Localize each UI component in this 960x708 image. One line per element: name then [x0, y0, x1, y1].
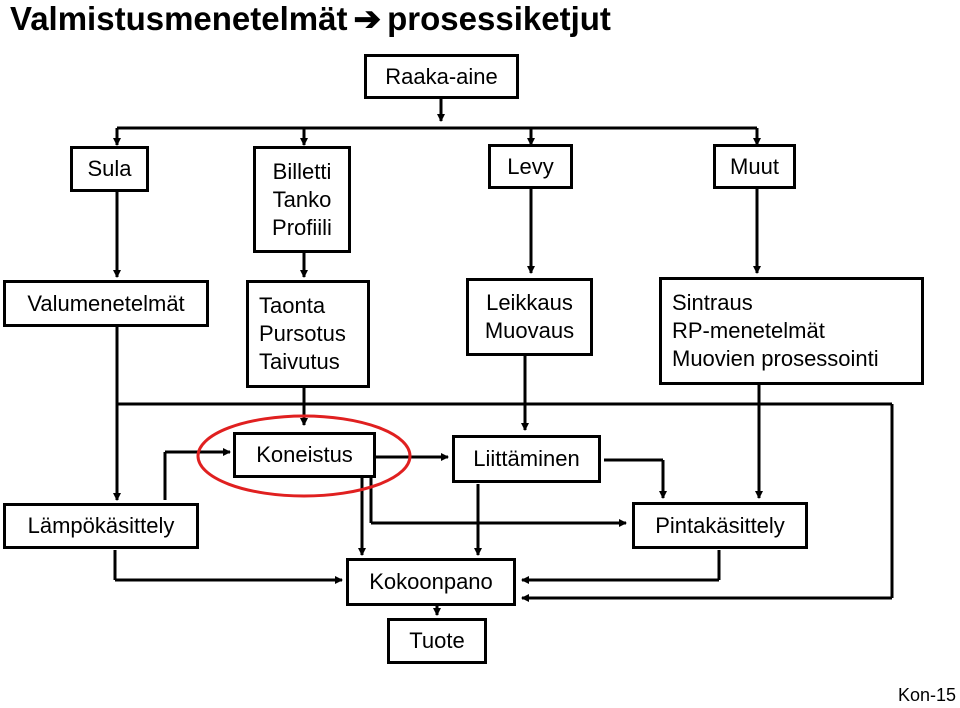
node-raaka-aine-label: Raaka-aine: [385, 63, 498, 89]
node-koneistus-label: Koneistus: [256, 442, 353, 467]
node-tuote: Tuote: [387, 618, 487, 664]
node-sula-label: Sula: [87, 156, 132, 181]
node-levy: Levy: [488, 144, 573, 189]
node-tuote-label: Tuote: [409, 628, 465, 653]
node-billetti: Billetti Tanko Profiili: [253, 146, 351, 253]
page-title: Valmistusmenetelmät➔prosessiketjut: [10, 0, 611, 38]
node-valumenetelmat: Valumenetelmät: [3, 280, 209, 327]
node-koneistus: Koneistus: [233, 432, 376, 478]
node-sintraus: Sintraus RP-menetelmät Muovien prosessoi…: [659, 277, 924, 385]
node-sintraus-lines: Sintraus RP-menetelmät Muovien prosessoi…: [672, 289, 879, 373]
node-liittaminen-label: Liittäminen: [473, 446, 580, 471]
node-muut: Muut: [713, 144, 796, 189]
node-sintraus-line-1: Sintraus: [672, 290, 753, 315]
node-levy-label: Levy: [507, 153, 554, 179]
node-lampokasittely-label: Lämpökäsittely: [27, 513, 175, 538]
title-left: Valmistusmenetelmät: [10, 0, 348, 37]
node-liittaminen: Liittäminen: [452, 435, 601, 483]
node-billetti-lines: Billetti Tanko Profiili: [272, 158, 332, 242]
koneistus-highlight: [196, 414, 412, 498]
node-billetti-line-2: Tanko: [272, 186, 332, 212]
title-right: prosessiketjut: [387, 0, 611, 37]
slide-number: Kon-15: [897, 685, 956, 705]
node-leikkaus-line-1: Leikkaus: [486, 290, 573, 315]
node-pintakasittely: Pintakäsittely: [632, 502, 808, 549]
node-pintakasittely-label: Pintakäsittely: [655, 512, 785, 538]
title-arrow-icon: ➔: [353, 0, 382, 37]
node-valumenetelmat-label: Valumenetelmät: [27, 290, 185, 316]
node-taonta-line-2: Pursotus: [259, 321, 346, 346]
node-sula: Sula: [70, 146, 149, 192]
node-lampokasittely: Lämpökäsittely: [3, 503, 199, 549]
node-billetti-line-1: Billetti: [272, 158, 332, 184]
node-taonta-line-3: Taivutus: [259, 349, 340, 374]
node-taonta-lines: Taonta Pursotus Taivutus: [259, 292, 346, 376]
node-billetti-line-3: Profiili: [272, 214, 332, 240]
node-sintraus-line-2: RP-menetelmät: [672, 318, 825, 343]
node-taonta-line-1: Taonta: [259, 293, 326, 318]
node-leikkaus-lines: Leikkaus Muovaus: [485, 289, 574, 345]
node-raaka-aine: Raaka-aine: [364, 54, 519, 99]
node-kokoonpano: Kokoonpano: [346, 558, 516, 606]
node-sintraus-line-3: Muovien prosessointi: [672, 346, 879, 371]
node-leikkaus: Leikkaus Muovaus: [466, 278, 593, 356]
node-kokoonpano-label: Kokoonpano: [369, 569, 493, 594]
node-muut-label: Muut: [730, 153, 779, 179]
node-taonta: Taonta Pursotus Taivutus: [246, 280, 370, 388]
node-leikkaus-line-2: Muovaus: [484, 318, 575, 343]
